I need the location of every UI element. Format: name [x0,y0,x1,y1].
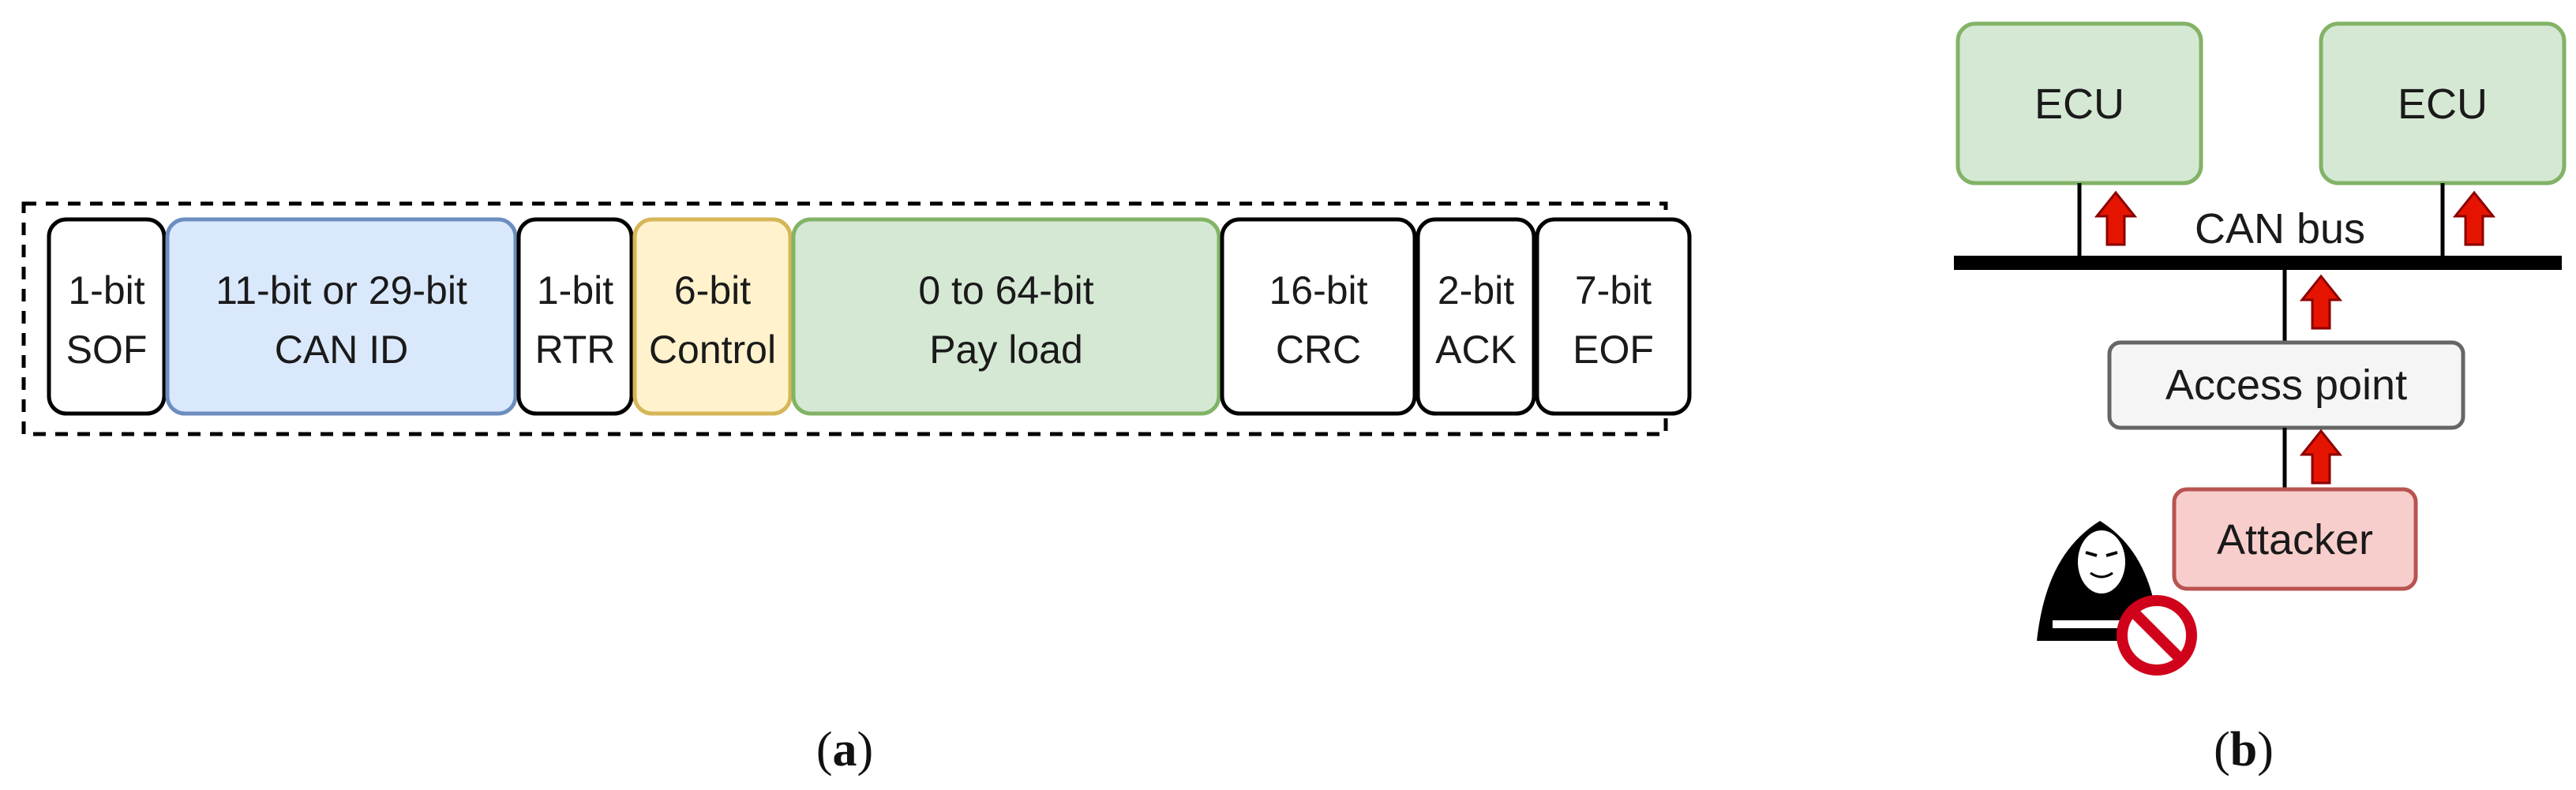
arrow-up-icon [2454,191,2495,246]
can-field-line1: 7-bit [1575,268,1652,313]
arrow-up-icon [2300,275,2342,330]
can-field-box [516,217,634,416]
attacker-label: Attacker [2217,516,2373,563]
can-bus-line [1954,256,2562,270]
ecu-right-label: ECU [2398,80,2488,128]
can-bus-panel: ECU ECU CAN bus Access point Attacker [1954,21,2567,676]
can-field-line1: 6-bit [674,268,751,313]
can-field-line2: RTR [535,328,616,372]
can-field-box [47,217,167,416]
arrow-up-icon [2300,429,2342,485]
can-field-line1: 0 to 64-bit [918,268,1093,313]
prohibited-icon [2117,595,2197,676]
can-field-line2: CAN ID [275,328,408,372]
can-field-line1: 2-bit [1438,268,1514,313]
can-field-box [1415,217,1536,416]
caption-b: (b) [2214,723,2274,777]
can-field-line2: Control [649,328,776,372]
can-field-line2: CRC [1276,328,1361,372]
caption-a: (a) [816,723,873,777]
can-field-line1: 1-bit [68,268,144,313]
can-field-line1: 11-bit or 29-bit [216,268,467,313]
can-field-line2: ACK [1435,328,1517,372]
can-field-box [632,217,793,416]
can-field-box [165,217,518,416]
can-field-line1: 1-bit [537,268,613,313]
can-field-box [1220,217,1417,416]
can-field-box [1535,217,1692,416]
access-point-label: Access point [2165,361,2407,409]
arrow-up-icon [2095,191,2136,246]
attacker-box [2172,487,2418,591]
can-field-line2: SOF [66,328,148,372]
can-bus-label: CAN bus [2195,205,2365,253]
ecu-left-label: ECU [2034,80,2124,128]
can-field-line2: EOF [1573,328,1654,372]
can-field-box [791,217,1221,416]
can-field-line2: Pay load [929,328,1083,372]
can-field-line1: 16-bit [1269,268,1367,313]
